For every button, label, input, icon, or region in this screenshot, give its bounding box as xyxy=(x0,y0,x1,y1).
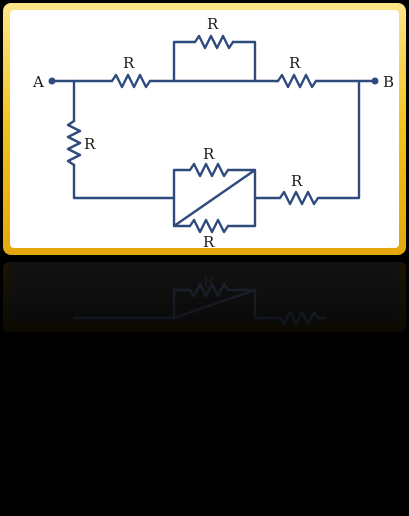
resistor-box-top xyxy=(188,162,230,178)
wire-top-loop xyxy=(172,40,257,83)
reflection-fade xyxy=(0,258,409,516)
terminal-b-dot xyxy=(371,77,379,85)
resistor-box-bottom xyxy=(188,218,230,234)
wire-right-vertical xyxy=(323,79,361,200)
node-b-label: B xyxy=(383,73,394,91)
resistor-label-top-left: R xyxy=(123,54,135,72)
resistor-label-bottom-right: R xyxy=(291,172,303,190)
resistor-top-loop xyxy=(193,34,235,50)
resistor-label-left: R xyxy=(84,135,96,153)
white-panel xyxy=(10,10,399,248)
reflection: R xyxy=(0,258,409,516)
resistor-label-box-bottom: R xyxy=(203,233,215,251)
resistor-top-left xyxy=(110,73,152,89)
terminal-a-dot xyxy=(48,77,56,85)
wire-left-vertical xyxy=(72,79,176,200)
node-a-label: A xyxy=(32,73,44,91)
resistor-left xyxy=(66,119,82,167)
resistor-label-top-loop: R xyxy=(207,15,219,33)
resistor-label-top-right: R xyxy=(289,54,301,72)
wire-bottom-box xyxy=(172,168,257,228)
resistor-top-right xyxy=(276,73,318,89)
circuit-main: A B R R R R R R R xyxy=(32,15,394,251)
resistor-label-box-top: R xyxy=(203,145,215,163)
resistor-bottom-right xyxy=(278,190,327,206)
